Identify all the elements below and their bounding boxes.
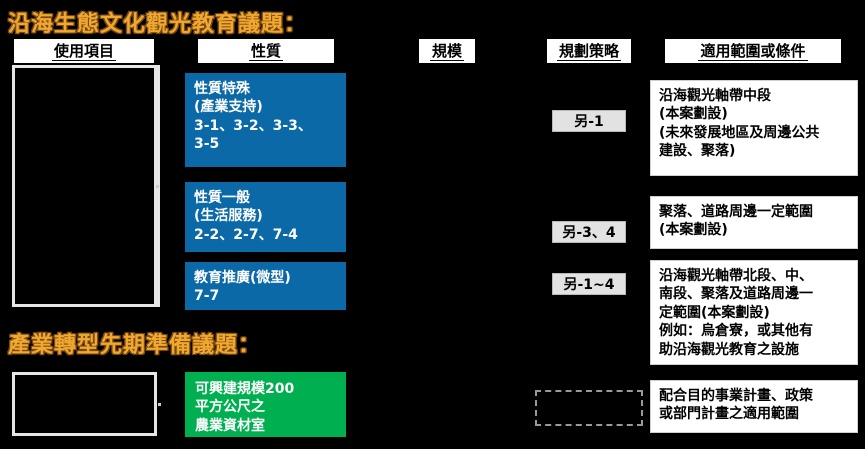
connector-dot-coastal — [156, 185, 159, 188]
scope-box-4[interactable]: 配合目的事業計畫、政策 或部門計畫之適用範圍 — [650, 380, 858, 433]
column-header-scope-label: 適用範圍或條件 — [698, 42, 808, 61]
scope-box-2[interactable]: 聚落、道路周邊一定範圍 (本案劃設) — [650, 196, 858, 249]
column-header-use-item: 使用項目 — [14, 39, 154, 63]
scope-box-1[interactable]: 沿海觀光軸帶中段 (本案劃設) (未來發展地區及周邊公共 建設、聚落) — [650, 80, 858, 176]
strategy-chip-2[interactable]: 另-3、4 — [552, 221, 626, 243]
section-title-coastal: 沿海生態文化觀光教育議題： — [8, 12, 308, 37]
column-header-strategy: 規劃策略 — [547, 39, 631, 63]
strategy-chip-1[interactable]: 另-1 — [552, 110, 626, 132]
column-header-strategy-label: 規劃策略 — [556, 42, 621, 61]
column-header-nature-label: 性質 — [248, 42, 283, 61]
use-item-box-coastal[interactable] — [12, 65, 157, 307]
nature-box-agriculture[interactable]: 可興建規模200 平方公尺之 農業資材室 — [185, 372, 346, 437]
connector-dot-industry — [158, 403, 161, 406]
column-header-scope: 適用範圍或條件 — [665, 39, 841, 63]
strategy-chip-3[interactable]: 另-1~4 — [552, 273, 626, 295]
nature-box-general[interactable]: 性質一般 (生活服務) 2-2、2-7、7-4 — [185, 182, 346, 252]
strategy-chip-placeholder[interactable] — [535, 390, 643, 426]
column-header-nature: 性質 — [198, 39, 334, 63]
column-header-use-item-label: 使用項目 — [51, 42, 116, 61]
section-title-industry: 產業轉型先期準備議題： — [8, 333, 262, 358]
column-header-scale-label: 規模 — [429, 42, 464, 61]
nature-box-special[interactable]: 性質特殊 (產業支持) 3-1、3-2、3-3、 3-5 — [185, 73, 346, 167]
use-item-box-industry[interactable] — [12, 372, 157, 436]
column-header-scale: 規模 — [419, 39, 475, 63]
nature-box-education[interactable]: 教育推廣(微型) 7-7 — [185, 262, 346, 310]
scope-box-3[interactable]: 沿海觀光軸帶北段、中、 南段、聚落及道路周邊一 定範圍(本案劃設) 例如：烏倉寮… — [650, 260, 858, 365]
